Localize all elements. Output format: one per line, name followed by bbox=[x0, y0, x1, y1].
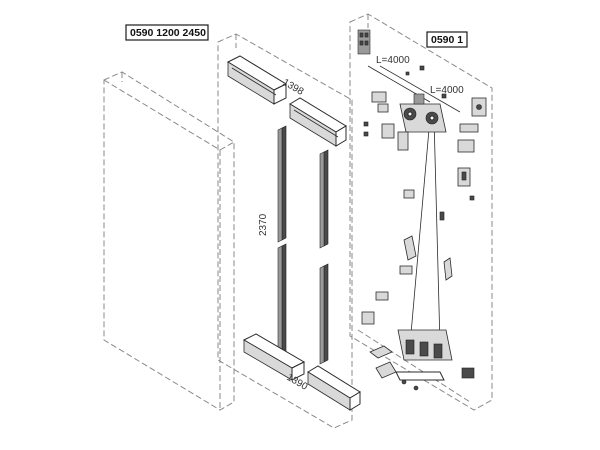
cable-length-a: L=4000 bbox=[376, 55, 410, 66]
vertical-profiles bbox=[277, 125, 329, 365]
mechanism-code-label: 0590 1 bbox=[426, 31, 468, 48]
mechanism-kit-outline bbox=[349, 13, 493, 411]
door-code-text: 0590 1200 2450 bbox=[130, 27, 206, 39]
middle-clips bbox=[403, 167, 475, 221]
mounting-plate bbox=[357, 29, 371, 55]
bottom-rail-length: 1390 bbox=[285, 372, 310, 393]
height-dimension: 2370 bbox=[258, 213, 269, 236]
lower-guides bbox=[361, 235, 453, 325]
door-panel bbox=[103, 71, 235, 411]
bottom-rail bbox=[242, 333, 361, 411]
cable-length-b: L=4000 bbox=[430, 85, 464, 96]
rail-kit-outline bbox=[217, 33, 353, 429]
top-rail bbox=[226, 55, 347, 147]
top-carriage bbox=[399, 93, 447, 133]
door-code-label: 0590 1200 2450 bbox=[125, 24, 209, 41]
mechanism-code-text: 0590 1 bbox=[431, 34, 463, 46]
bottom-carriage bbox=[395, 329, 453, 381]
upper-fittings bbox=[363, 65, 487, 153]
bottom-fittings bbox=[369, 345, 475, 391]
